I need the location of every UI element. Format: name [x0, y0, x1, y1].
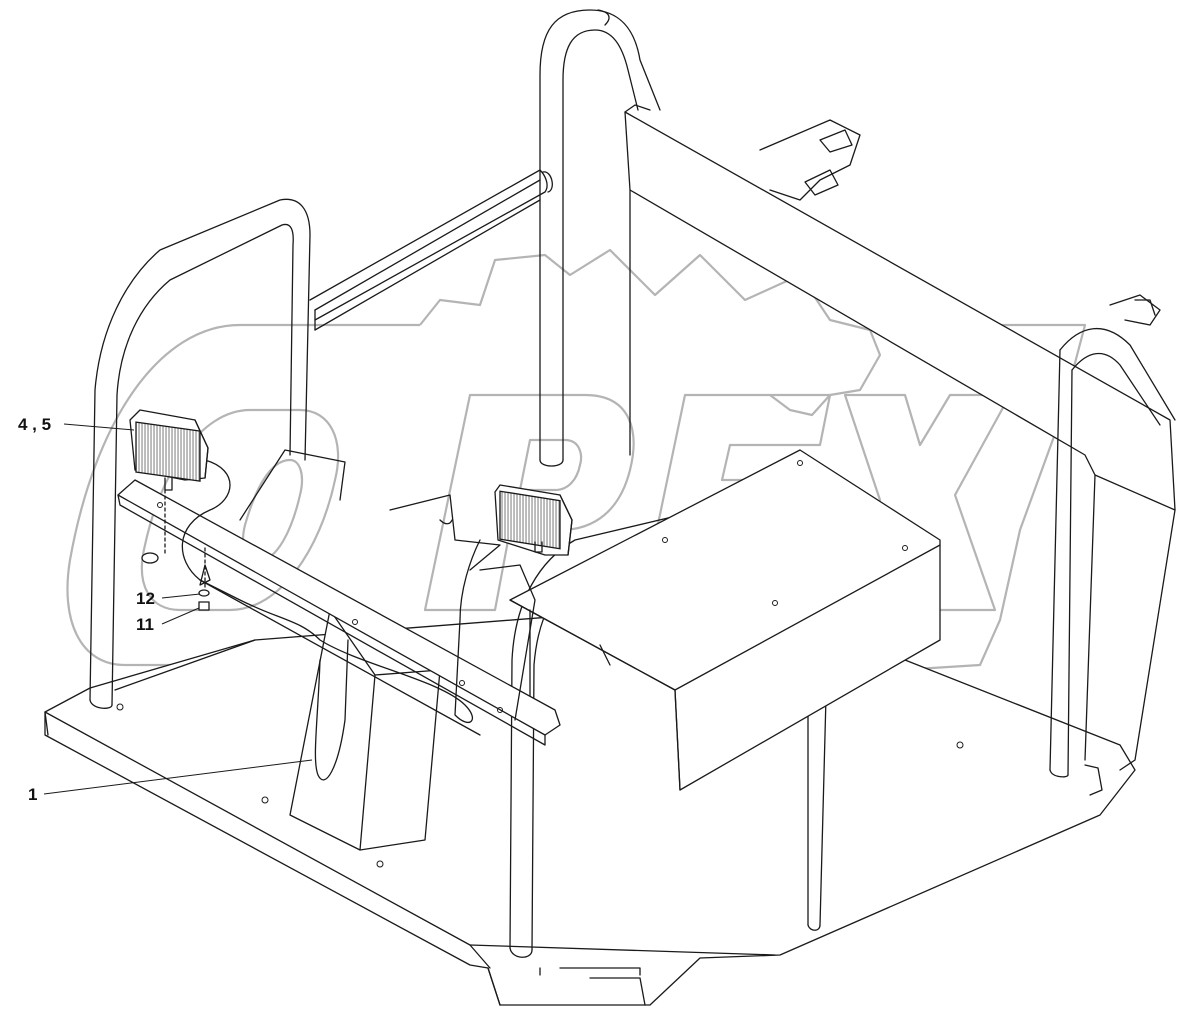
callout-label-11: 11: [136, 615, 154, 634]
fastener-bolt: [198, 601, 210, 611]
base-platform: [44, 609, 1136, 1006]
control-column: [289, 609, 441, 851]
callout-label-1: 1: [28, 785, 37, 804]
rear-roll-bar: [539, 9, 661, 467]
work-lamp-right: [494, 484, 573, 556]
rear-wall: [624, 104, 1176, 771]
seat-box: [509, 449, 941, 791]
callout-label-4-5: 4 , 5: [18, 415, 51, 434]
work-lamp-left: [129, 409, 209, 491]
lamp-bracket-bar: [117, 449, 561, 746]
left-side-rail: [89, 169, 553, 709]
fastener-washer: [198, 547, 210, 597]
callout-leaders: [43, 423, 313, 795]
fastener-nut: [141, 489, 166, 564]
callout-label-12: 12: [136, 589, 155, 608]
wiring-harness: [181, 459, 481, 724]
